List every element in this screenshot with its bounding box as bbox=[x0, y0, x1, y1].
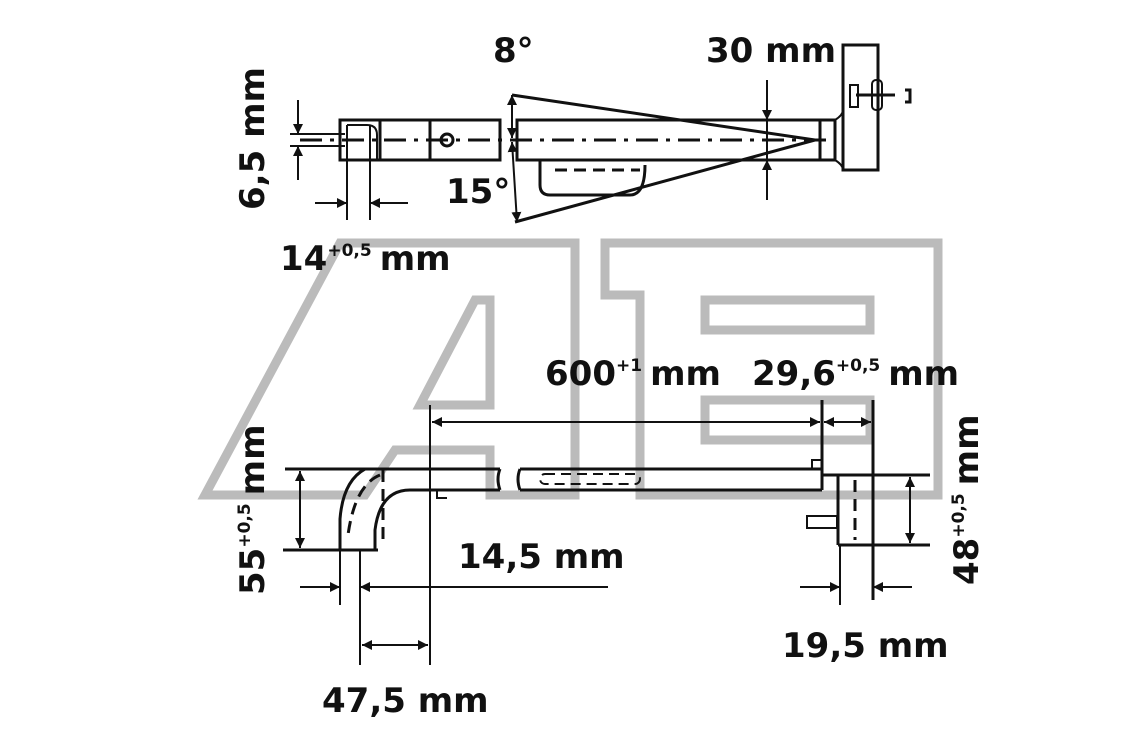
dim-14-5-label: 14,5 mm bbox=[458, 537, 625, 577]
dim-19-5-label: 19,5 mm bbox=[782, 626, 949, 666]
angle-15-label: 15° bbox=[446, 172, 510, 212]
angle-8-label: 8° bbox=[493, 31, 534, 71]
dim-55-label: 55+0,5mm bbox=[233, 424, 273, 595]
dim-48-label: 48+0,5mm bbox=[947, 414, 987, 585]
watermark-logo bbox=[197, 238, 943, 500]
dim-47-5-label: 47,5 mm bbox=[322, 681, 489, 721]
height-6-5-label: 6,5 mm bbox=[233, 67, 273, 210]
side-view bbox=[283, 400, 930, 665]
top-view bbox=[290, 43, 912, 224]
width-30-label: 30 mm bbox=[706, 31, 836, 71]
